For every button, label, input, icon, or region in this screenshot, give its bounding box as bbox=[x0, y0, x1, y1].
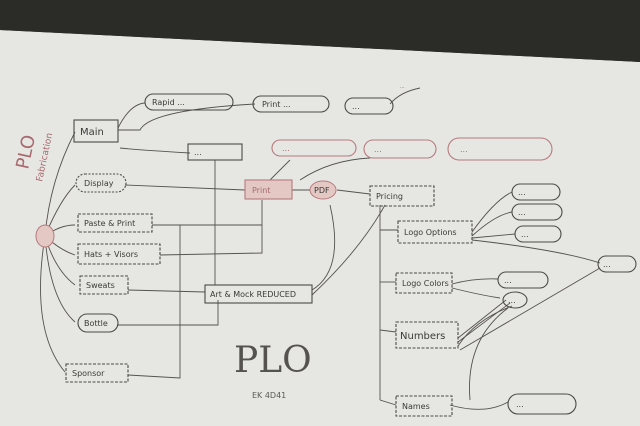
node-pdf: PDF bbox=[309, 180, 337, 200]
whiteboard-surface bbox=[0, 30, 640, 426]
node-sweats: Sweats bbox=[79, 275, 129, 295]
node-row2-b-label: ... bbox=[282, 144, 290, 153]
node-numbers-label: Numbers bbox=[400, 331, 445, 342]
node-row2-c: ... bbox=[363, 139, 437, 159]
node-option-far-label: ... bbox=[603, 260, 611, 269]
node-top-1-label: Rapid ... bbox=[152, 98, 185, 107]
top-note: ... bbox=[400, 84, 405, 90]
node-main: Main bbox=[73, 119, 119, 143]
connector-lines bbox=[40, 87, 601, 410]
node-logo-colors-label: Logo Colors bbox=[402, 279, 449, 288]
node-main-label: Main bbox=[80, 127, 104, 138]
node-row2-a-label: ... bbox=[194, 148, 202, 157]
node-option-2-label: ... bbox=[518, 208, 526, 217]
node-pdf-label: PDF bbox=[314, 186, 330, 195]
node-top-1: Rapid ... bbox=[144, 93, 234, 111]
node-row2-d: ... bbox=[447, 137, 553, 161]
hub-node bbox=[35, 224, 55, 248]
node-logo-options-label: Logo Options bbox=[404, 228, 457, 237]
node-logo-colors: Logo Colors bbox=[395, 272, 453, 294]
node-numbers: Numbers bbox=[395, 321, 459, 349]
node-row2-a: ... bbox=[187, 143, 243, 161]
node-pricing-label: Pricing bbox=[376, 192, 403, 201]
node-option-3: ... bbox=[514, 225, 562, 243]
node-bottle: Bottle bbox=[77, 313, 119, 333]
node-sponsor: Sponsor bbox=[65, 363, 129, 383]
node-paste-print: Paste & Print bbox=[77, 213, 153, 233]
node-option-1-label: ... bbox=[518, 188, 526, 197]
node-names: Names bbox=[395, 395, 453, 417]
node-colors-1-label: ... bbox=[504, 276, 512, 285]
node-bottle-label: Bottle bbox=[84, 319, 108, 328]
node-option-far: ... bbox=[597, 255, 637, 273]
node-display: Display bbox=[75, 173, 127, 193]
node-print-label: Print bbox=[252, 186, 270, 195]
node-row2-d-label: ... bbox=[460, 145, 468, 154]
node-top-2-label: Print ... bbox=[262, 100, 291, 109]
diagram-subtitle: EK 4D41 bbox=[252, 391, 286, 400]
diagram-title: PLO bbox=[234, 340, 312, 381]
node-row2-b: ... bbox=[271, 139, 357, 157]
node-option-2: ... bbox=[511, 203, 563, 221]
node-colors-1: ... bbox=[497, 271, 549, 289]
node-top-3: ... bbox=[344, 97, 394, 115]
node-option-3-label: ... bbox=[521, 230, 529, 239]
node-sweats-label: Sweats bbox=[86, 281, 115, 290]
node-print: Print bbox=[244, 179, 293, 200]
node-option-1: ... bbox=[511, 183, 561, 201]
node-paste-print-label: Paste & Print bbox=[84, 219, 135, 228]
board-shadow-band bbox=[0, 0, 640, 62]
node-colors-2: ... bbox=[502, 291, 528, 309]
node-artwork: Art & Mock REDUCED bbox=[204, 284, 313, 304]
node-top-2: Print ... bbox=[252, 95, 330, 113]
node-names-right: ... bbox=[507, 393, 577, 415]
node-row2-c-label: ... bbox=[374, 145, 382, 154]
node-display-label: Display bbox=[84, 179, 114, 188]
node-sponsor-label: Sponsor bbox=[72, 369, 105, 378]
node-top-3-label: ... bbox=[352, 102, 360, 111]
node-pricing: Pricing bbox=[369, 185, 435, 207]
node-hats-visors-label: Hats + Visors bbox=[84, 250, 138, 259]
node-names-right-label: ... bbox=[516, 400, 524, 409]
node-logo-options: Logo Options bbox=[397, 220, 473, 244]
node-hats-visors: Hats + Visors bbox=[77, 243, 161, 265]
node-colors-2-label: ... bbox=[508, 296, 516, 305]
node-artwork-label: Art & Mock REDUCED bbox=[210, 290, 296, 299]
node-names-label: Names bbox=[402, 402, 430, 411]
